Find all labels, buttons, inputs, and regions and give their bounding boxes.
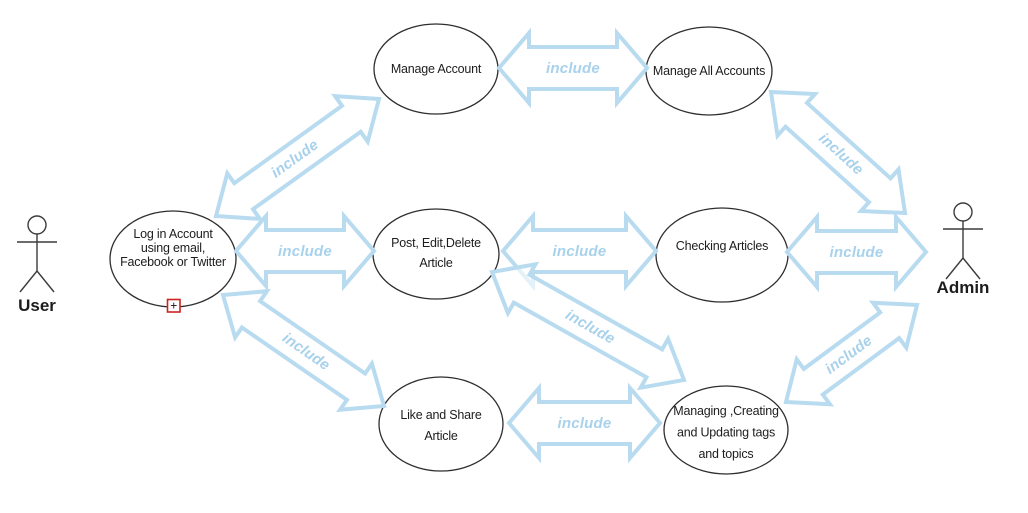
include-arrow-manage-account-manage-all[interactable]: include [496, 27, 650, 109]
use-case-label-line: Article [424, 429, 458, 443]
use-case-label-line: Checking Articles [676, 239, 768, 253]
use-case-ellipse [378, 376, 504, 472]
use-case-label-line: Manage All Accounts [653, 64, 765, 78]
double-arrow-shape [233, 210, 377, 292]
include-arrow-login-post[interactable]: include [233, 210, 377, 292]
use-case-label-line: using email, [141, 241, 205, 255]
plus-icon: + [170, 299, 177, 313]
actor-label: Admin [937, 278, 990, 297]
actor-leg-left [19, 270, 38, 293]
use-case-label-line: Manage Account [391, 62, 482, 76]
include-arrow-managing-tags-admin[interactable]: include [783, 300, 920, 407]
double-arrow-shape [768, 89, 908, 216]
actor-label: User [18, 296, 56, 315]
actor-leg-left [945, 257, 964, 280]
actor-leg-right [962, 257, 981, 280]
double-arrow-shape [220, 288, 387, 413]
double-arrow-shape [783, 300, 920, 407]
double-arrow-shape [506, 382, 663, 464]
actor-head [27, 215, 47, 235]
use-case-label-line: Post, Edit,Delete [391, 236, 481, 250]
use-case-managing-tags-topics[interactable]: Managing ,Creating and Updating tags and t… [663, 385, 789, 475]
use-case-checking-articles[interactable]: Checking Articles [655, 207, 789, 303]
include-arrow-like-share-managing-tags[interactable]: include [506, 382, 663, 464]
use-case-label-line: Like and Share [400, 408, 482, 422]
include-label: include [546, 60, 600, 77]
use-case-ellipse [663, 385, 789, 475]
selection-handle-box [166, 298, 181, 313]
include-arrow-post-managing-tags[interactable]: include [489, 261, 687, 391]
double-arrow-shape [784, 211, 929, 293]
use-case-label-line: Managing ,Creating [673, 404, 779, 418]
include-label: include [558, 415, 612, 432]
use-case-label-line: Article [419, 256, 453, 270]
include-label: include [830, 244, 884, 261]
include-arrow-checking-admin[interactable]: include [784, 211, 929, 293]
double-arrow-shape [496, 27, 650, 109]
use-case-ellipse [372, 208, 500, 300]
actor-admin[interactable]: Admin [937, 202, 990, 297]
use-case-label-line: and topics [699, 447, 754, 461]
actor-leg-right [36, 270, 55, 293]
include-arrow-login-like-share[interactable]: include [220, 288, 387, 413]
actor-user[interactable]: User [17, 215, 57, 315]
include-label: include [553, 243, 607, 260]
include-arrow-login-manage-account[interactable]: include [213, 93, 382, 222]
double-arrow-shape [489, 261, 687, 391]
selection-handle[interactable]: + [166, 298, 181, 313]
use-case-ellipse [655, 207, 789, 303]
use-case-label-line: Log in Account [133, 227, 213, 241]
include-label: include [278, 243, 332, 260]
actor-head [953, 202, 973, 222]
use-case-label-line: Facebook or Twitter [120, 255, 226, 269]
use-case-label-line: and Updating tags [677, 426, 775, 440]
include-arrow-manage-all-admin[interactable]: include [768, 89, 908, 216]
double-arrow-shape [213, 93, 382, 222]
use-case-manage-all-accounts[interactable]: Manage All Accounts [645, 26, 773, 116]
use-case-manage-account[interactable]: Manage Account [373, 23, 499, 115]
